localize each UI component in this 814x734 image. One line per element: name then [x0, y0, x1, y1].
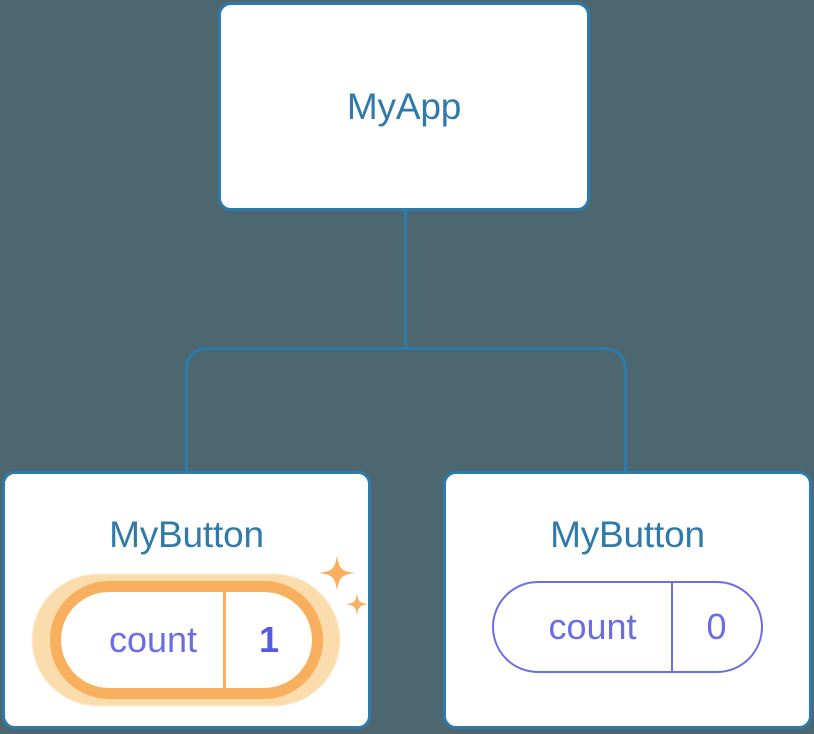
state-pill-highlighted[interactable]: count 1: [49, 581, 324, 699]
state-pill-divider: [670, 583, 673, 671]
state-value-label: 1: [259, 619, 280, 660]
viewport-bottom-cutoff: [0, 729, 814, 734]
state-pill-divider: [223, 592, 227, 688]
state-pill[interactable]: count 0: [492, 581, 763, 673]
state-key-label: count: [548, 606, 637, 647]
state-pill-area-right: count 0: [492, 581, 763, 673]
node-title: MyButton: [550, 514, 705, 555]
node-title: MyButton: [109, 514, 264, 555]
node-card-myapp[interactable]: MyApp: [218, 2, 590, 211]
state-key-label: count: [108, 619, 198, 660]
sparkle-icon-small: [346, 593, 369, 616]
state-pill-area-left: count 1: [32, 555, 369, 706]
state-pill-highlight-wrapper: count 1: [32, 555, 369, 706]
sparkle-icon-large: [319, 555, 356, 591]
state-value-label: 0: [706, 606, 727, 647]
node-card-mybutton-right[interactable]: MyButton count 0: [443, 471, 812, 729]
node-title: MyApp: [346, 86, 462, 127]
node-card-mybutton-left[interactable]: MyButton count 1: [2, 471, 371, 729]
